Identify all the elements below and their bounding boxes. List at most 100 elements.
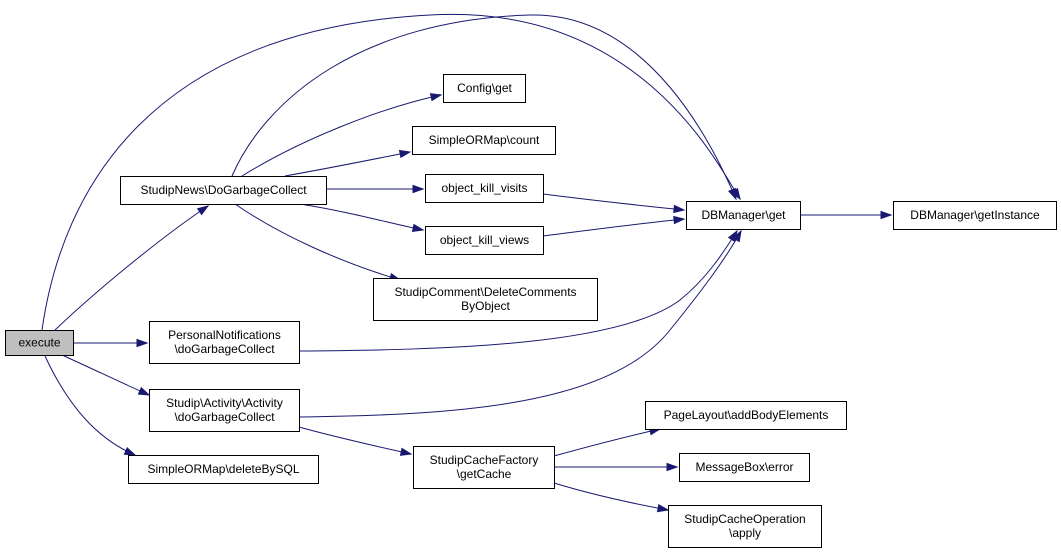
arrow-head-icon	[880, 210, 893, 220]
edge-studipnews_dogarbagecollect-to-dbmanager_get	[231, 14, 737, 201]
node-box[interactable]	[149, 389, 300, 432]
node-config_get[interactable]: Config\get	[443, 74, 526, 103]
node-box[interactable]	[5, 330, 74, 356]
node-label: SimpleORMap\deleteBySQL	[147, 462, 299, 476]
edge-object_kill_visits-to-dbmanager_get	[542, 193, 686, 214]
node-dbmanager_getinstance[interactable]: DBManager\getInstance	[893, 201, 1057, 230]
arrow-head-icon	[673, 204, 686, 214]
node-label: StudipCacheOperation	[684, 512, 805, 526]
edge-execute-to-studipnews_dogarbagecollect	[54, 205, 210, 331]
call-edges	[41, 13, 893, 513]
node-label: \doGarbageCollect	[174, 342, 275, 356]
edge-studipcachefactory_getcache-to-messagebox_error	[554, 462, 679, 472]
node-label: DBManager\get	[701, 208, 786, 222]
node-box[interactable]	[668, 505, 822, 548]
node-label: PageLayout\addBodyElements	[664, 408, 829, 422]
edge-studipcachefactory_getcache-to-pagelayout_addbodyelements	[553, 427, 662, 457]
node-box[interactable]	[120, 176, 327, 205]
node-dbmanager_get[interactable]: DBManager\get	[686, 201, 801, 230]
edge-line	[298, 230, 738, 352]
edge-execute-to-personalnotifications_dogarbagecollect	[73, 338, 149, 348]
edge-line	[542, 193, 685, 211]
node-studip_activity_dogarbagecollect[interactable]: Studip\Activity\Activity\doGarbageCollec…	[149, 389, 300, 432]
arrow-head-icon	[666, 462, 679, 472]
node-label: \apply	[729, 526, 761, 540]
node-label: object_kill_visits	[441, 181, 527, 195]
edge-line	[44, 355, 136, 456]
node-box[interactable]	[373, 278, 598, 321]
edge-line	[241, 94, 442, 177]
node-label: \getCache	[457, 467, 512, 481]
arrow-head-icon	[429, 93, 443, 102]
edge-line	[284, 151, 411, 177]
node-simpleormap_deletebysql[interactable]: SimpleORMap\deleteBySQL	[128, 455, 319, 484]
node-box[interactable]	[128, 455, 319, 484]
arrow-head-icon	[656, 503, 670, 513]
node-box[interactable]	[425, 226, 544, 255]
edge-line	[553, 482, 669, 511]
edge-line	[41, 13, 741, 331]
arrow-head-icon	[137, 386, 151, 396]
node-label: SimpleORMap\count	[429, 133, 540, 147]
node-box[interactable]	[149, 321, 300, 364]
edge-line	[234, 203, 401, 281]
node-label: PersonalNotifications	[168, 328, 281, 342]
node-label: StudipCacheFactory	[430, 453, 539, 467]
node-object_kill_views[interactable]: object_kill_views	[425, 226, 544, 255]
node-label: ByObject	[461, 299, 510, 313]
edge-line	[298, 426, 412, 455]
edge-line	[298, 230, 742, 418]
edge-dbmanager_get-to-dbmanager_getinstance	[800, 210, 893, 220]
node-object_kill_visits[interactable]: object_kill_visits	[425, 174, 544, 203]
node-box[interactable]	[425, 174, 544, 203]
arrow-head-icon	[399, 447, 413, 456]
node-messagebox_error[interactable]: MessageBox\error	[679, 453, 810, 482]
edge-line	[299, 203, 424, 231]
arrow-head-icon	[411, 223, 425, 232]
edge-studipcachefactory_getcache-to-studipcacheoperation_apply	[553, 482, 670, 513]
edge-line	[61, 354, 150, 396]
node-simpleormap_count[interactable]: SimpleORMap\count	[412, 126, 556, 155]
edge-studipnews_dogarbagecollect-to-simpleormap_count	[284, 149, 412, 177]
node-box[interactable]	[686, 201, 801, 230]
edge-object_kill_views-to-dbmanager_get	[542, 215, 686, 237]
node-label: \doGarbageCollect	[174, 410, 275, 424]
edge-studipnews_dogarbagecollect-to-studipcomment_deletecommentsbyobject	[234, 203, 402, 282]
arrow-head-icon	[196, 205, 210, 216]
node-box[interactable]	[413, 446, 555, 489]
edge-studipnews_dogarbagecollect-to-config_get	[241, 93, 443, 177]
node-studipcacheoperation_apply[interactable]: StudipCacheOperation\apply	[668, 505, 822, 548]
edge-line	[553, 428, 661, 457]
node-box[interactable]	[645, 401, 847, 430]
node-label: StudipNews\DoGarbageCollect	[140, 183, 307, 197]
node-label: object_kill_views	[440, 233, 529, 247]
node-label: StudipComment\DeleteComments	[394, 285, 576, 299]
edge-execute-to-studip_activity_dogarbagecollect	[61, 354, 151, 396]
node-pagelayout_addbodyelements[interactable]: PageLayout\addBodyElements	[645, 401, 847, 430]
node-label: MessageBox\error	[695, 460, 793, 474]
node-box[interactable]	[893, 201, 1057, 230]
edge-line	[54, 205, 209, 331]
arrow-head-icon	[136, 338, 149, 348]
node-label: execute	[18, 336, 60, 350]
edge-studipnews_dogarbagecollect-to-object_kill_visits	[326, 184, 425, 194]
arrow-head-icon	[123, 446, 137, 456]
node-personalnotifications_dogarbagecollect[interactable]: PersonalNotifications\doGarbageCollect	[149, 321, 300, 364]
node-box[interactable]	[412, 126, 556, 155]
node-box[interactable]	[443, 74, 526, 103]
arrow-head-icon	[673, 215, 686, 225]
edge-studip_activity_dogarbagecollect-to-studipcachefactory_getcache	[298, 426, 413, 456]
arrow-head-icon	[727, 187, 737, 201]
edge-studipnews_dogarbagecollect-to-object_kill_views	[299, 203, 425, 232]
node-studipcachefactory_getcache[interactable]: StudipCacheFactory\getCache	[413, 446, 555, 489]
node-box[interactable]	[679, 453, 810, 482]
edge-line	[231, 14, 737, 200]
arrow-head-icon	[732, 229, 742, 243]
node-label: Config\get	[457, 81, 512, 95]
arrow-head-icon	[398, 149, 412, 159]
node-execute[interactable]: execute	[5, 330, 74, 356]
node-studipnews_dogarbagecollect[interactable]: StudipNews\DoGarbageCollect	[120, 176, 327, 205]
node-label: Studip\Activity\Activity	[166, 396, 283, 410]
